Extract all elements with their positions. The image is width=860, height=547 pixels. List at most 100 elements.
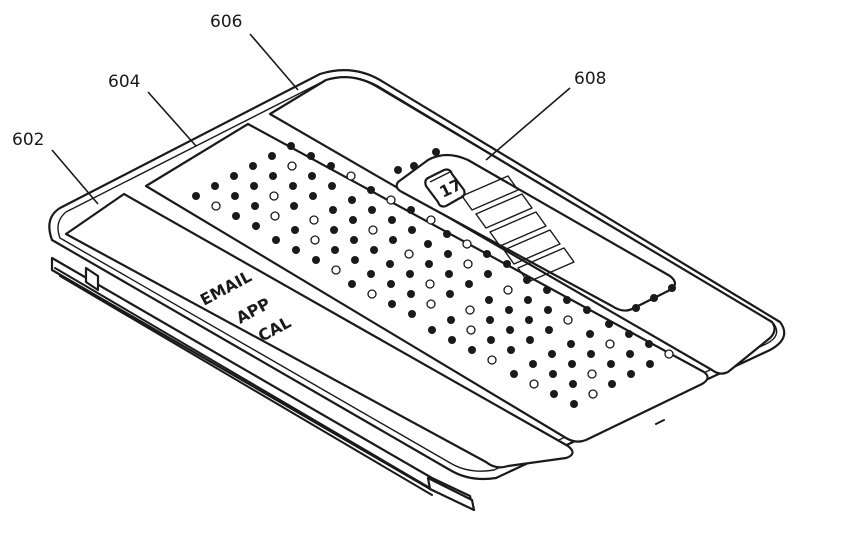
filled-dot — [447, 316, 455, 324]
filled-dot — [231, 192, 239, 200]
filled-dot — [292, 246, 300, 254]
list-bar — [475, 193, 533, 229]
open-dot — [463, 259, 473, 269]
filled-dot — [330, 226, 338, 234]
filled-dot — [483, 250, 491, 258]
filled-dot — [507, 346, 515, 354]
filled-dot — [503, 260, 511, 268]
filled-dot — [586, 330, 594, 338]
open-dot — [466, 325, 476, 335]
filled-dot — [312, 256, 320, 264]
filled-dot — [349, 216, 357, 224]
filled-dot — [625, 330, 633, 338]
filled-dot — [548, 350, 556, 358]
filled-dot — [443, 230, 451, 238]
open-dot — [503, 285, 513, 295]
filled-dot — [348, 196, 356, 204]
filled-dot — [291, 226, 299, 234]
filled-dot — [569, 380, 577, 388]
filled-dot — [351, 256, 359, 264]
device-body — [50, 256, 476, 512]
filled-dot — [568, 360, 576, 368]
list-bar — [461, 175, 519, 211]
filled-dot — [587, 350, 595, 358]
callout-608: 608 — [485, 69, 606, 161]
hinge-tab-left — [84, 266, 100, 292]
filled-dot — [230, 172, 238, 180]
open-dot — [605, 339, 615, 349]
filled-dot — [484, 270, 492, 278]
filled-dot — [407, 290, 415, 298]
panel-602-flap — [64, 192, 574, 469]
callout-602-leader — [51, 149, 99, 205]
filled-dot — [192, 192, 200, 200]
open-dot — [368, 225, 378, 235]
filled-dot — [232, 212, 240, 220]
filled-dot — [445, 270, 453, 278]
filled-dot — [327, 162, 335, 170]
filled-dot — [524, 296, 532, 304]
open-dot — [426, 215, 436, 225]
window-edge-dots — [394, 148, 676, 312]
filled-dot — [544, 306, 552, 314]
filled-dot — [308, 172, 316, 180]
filled-dot — [350, 236, 358, 244]
filled-dot — [368, 206, 376, 214]
filled-dot — [250, 182, 258, 190]
filled-dot — [627, 370, 635, 378]
filled-dot — [287, 142, 295, 150]
filled-dot — [328, 182, 336, 190]
filled-dot — [487, 336, 495, 344]
filled-dot — [563, 296, 571, 304]
filled-dot — [448, 336, 456, 344]
filled-dot — [567, 340, 575, 348]
callout-604: 604 — [108, 72, 197, 147]
filled-dot — [465, 280, 473, 288]
filled-dot — [408, 310, 416, 318]
filled-dot — [444, 250, 452, 258]
cover-edge-notch — [655, 419, 665, 425]
filled-dot — [309, 192, 317, 200]
open-dot — [587, 369, 597, 379]
filled-dot — [387, 280, 395, 288]
open-dot — [465, 305, 475, 315]
filled-dot — [367, 270, 375, 278]
list-bar — [503, 229, 561, 265]
filled-dot — [268, 152, 276, 160]
open-dot — [563, 315, 573, 325]
callout-606-label: 606 — [210, 12, 242, 32]
filled-dot — [272, 236, 280, 244]
filled-dot — [386, 260, 394, 268]
filled-dot — [428, 326, 436, 334]
filled-dot — [526, 336, 534, 344]
callout-608-label: 608 — [574, 69, 606, 89]
filled-dot — [486, 316, 494, 324]
list-bar — [489, 211, 547, 247]
filled-dot — [485, 296, 493, 304]
open-dot — [462, 239, 472, 249]
filled-dot — [408, 226, 416, 234]
filled-dot — [543, 286, 551, 294]
filled-dot — [388, 216, 396, 224]
open-dot — [367, 289, 377, 299]
filled-dot — [407, 206, 415, 214]
filled-dot — [406, 270, 414, 278]
filled-dot — [307, 152, 315, 160]
open-dot — [310, 235, 320, 245]
open-dot — [346, 171, 356, 181]
open-dot — [386, 195, 396, 205]
filled-dot — [251, 202, 259, 210]
filled-dot — [506, 326, 514, 334]
callout-608-leader — [485, 87, 571, 161]
open-dot — [309, 215, 319, 225]
open-dot — [487, 355, 497, 365]
filled-dot — [388, 300, 396, 308]
open-dot — [269, 191, 279, 201]
open-dot — [588, 389, 598, 399]
open-dot — [404, 249, 414, 259]
filled-dot — [605, 320, 613, 328]
filled-dot — [348, 280, 356, 288]
filled-dot — [608, 380, 616, 388]
open-dot — [426, 299, 436, 309]
filled-dot — [525, 316, 533, 324]
